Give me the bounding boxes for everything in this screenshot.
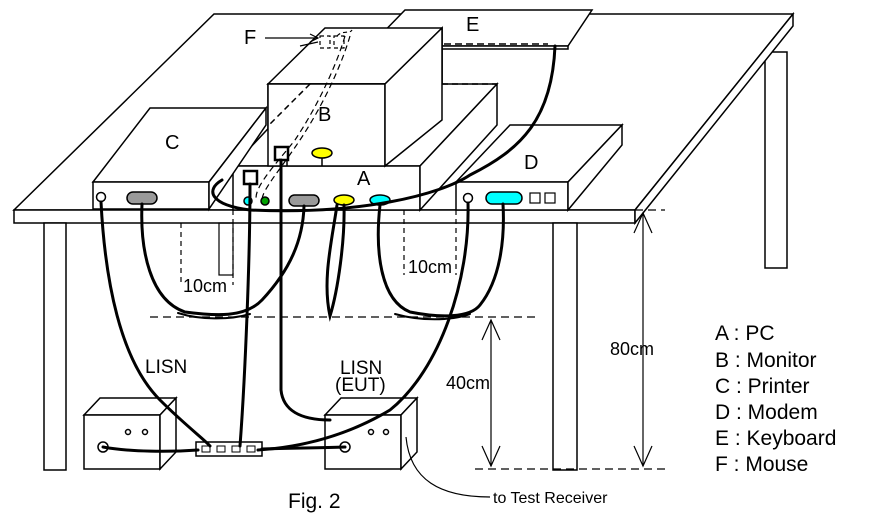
dim-80cm: 80cm [610,339,654,359]
table-side-edge [634,11,794,226]
test-receiver-annotation: to Test Receiver [493,490,608,507]
table-back-leg-right [764,51,788,269]
table-leg-front-right [552,222,578,471]
label-e: E [466,14,479,36]
label-f: F [244,27,256,49]
keyboard-cable [211,44,557,213]
lisn-right-label-2: (EUT) [335,375,386,396]
power-strip [195,441,263,457]
connectors [95,145,556,207]
cables [99,44,557,453]
printer-parallel-port [126,191,158,205]
mouse-f [319,29,353,49]
dim-10cm-right: 10cm [408,257,452,277]
label-a: A [357,168,371,190]
printer-power-cord [99,200,212,448]
lisn-left-box [82,396,178,471]
figure-caption: Fig. 2 [288,490,341,513]
pc-parallel-port [288,194,320,207]
lisn-left-label: LISN [145,357,187,378]
printer-cable [140,202,306,317]
lisn-right-label-1: LISN [340,358,382,379]
dimension-lines [150,209,665,498]
legend-item-f: F : Mouse [715,453,809,476]
mouse-port [260,196,270,206]
table-front-edge [13,209,636,224]
printer-c [91,105,268,212]
label-f-arrow [265,33,320,47]
video-cable [325,203,346,322]
printer-power-port [95,191,107,203]
modem-power-port [462,192,474,204]
legend-item-e: E : Keyboard [715,427,837,450]
lisn-left-cord [101,445,200,453]
dim-40cm: 40cm [446,373,490,393]
pc-power-port [242,169,259,186]
legend-item-a: A : PC [715,322,775,345]
modem-jack-2 [544,192,556,204]
monitor-power-port [273,145,290,162]
label-c: C [165,132,179,154]
legend-item-c: C : Printer [715,375,810,398]
monitor-power-cord [279,158,332,422]
label-d: D [524,152,538,174]
modem-jack-1 [529,192,541,204]
modem-power-cord [256,201,470,452]
legend-item-d: D : Modem [715,401,818,424]
monitor-thin-cable [286,158,323,166]
dim-10cm-left: 10cm [183,276,227,296]
lisn-right-cord [260,445,347,451]
pc-power-cord [238,182,252,448]
modem-serial-port [485,191,523,205]
hidden-cables [255,35,351,201]
monitor-video-port [311,147,333,159]
legend-item-b: B : Monitor [715,349,817,372]
modem-cable [376,202,505,318]
label-b: B [318,104,331,126]
table-leg-front-left [43,222,67,471]
